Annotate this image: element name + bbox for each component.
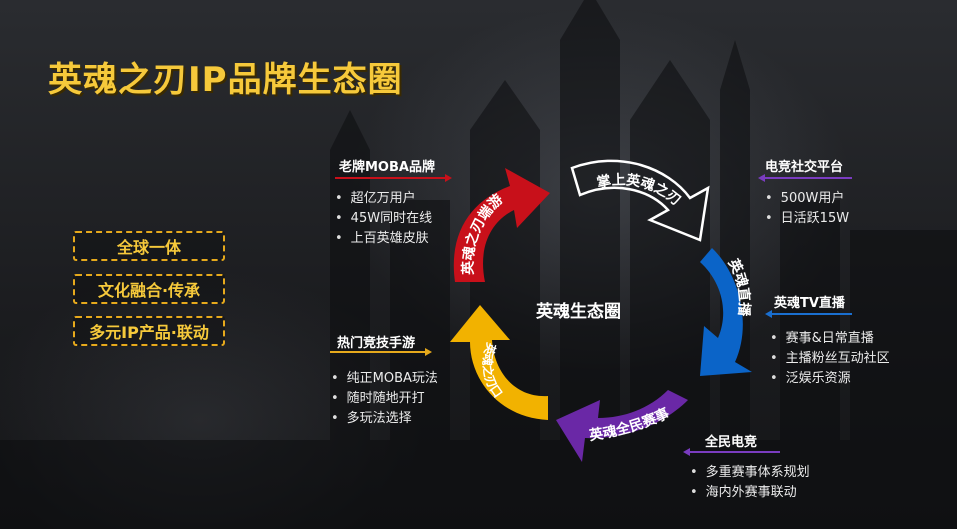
cycle-arrow-live-stream [700, 248, 752, 376]
list-item: 日活跃15W [765, 209, 849, 229]
panel-title-social-platform: 电竞社交平台 [765, 160, 844, 175]
list-item: 500W用户 [765, 189, 849, 209]
panel-list-classic-moba: 超亿万用户 45W同时在线 上百英雄皮肤 [335, 189, 432, 249]
list-item: 上百英雄皮肤 [335, 229, 432, 249]
list-item: 泛娱乐资源 [770, 369, 890, 389]
list-item: 海内外赛事联动 [690, 483, 810, 503]
panel-connector-lines [330, 174, 852, 456]
tag-ip-products: 多元IP产品·联动 [73, 316, 225, 346]
tag-global: 全球一体 [73, 231, 225, 261]
cycle-arrow-mobile-app [570, 159, 710, 242]
panel-title-mobile-game: 热门竞技手游 [337, 336, 416, 351]
panel-list-national-esports: 多重赛事体系规划 海内外赛事联动 [690, 463, 810, 503]
list-item: 多玩法选择 [331, 409, 438, 429]
list-item: 45W同时在线 [335, 209, 432, 229]
cycle-arrow-pc-game [453, 168, 550, 282]
list-item: 赛事&日常直播 [770, 329, 890, 349]
list-item: 随时随地开打 [331, 389, 438, 409]
cycle-arrow-esports [556, 390, 688, 462]
panel-list-social-platform: 500W用户 日活跃15W [765, 189, 849, 229]
page-title: 英魂之刃IP品牌生态圈 [48, 60, 403, 100]
tag-culture: 文化融合·传承 [73, 274, 225, 304]
cycle-label-mobile-app: 掌上英魂之刃 [595, 171, 684, 209]
svg-text:掌上英魂之刃: 掌上英魂之刃 [595, 171, 684, 209]
list-item: 纯正MOBA玩法 [331, 369, 438, 389]
panel-title-national-esports: 全民电竞 [705, 435, 758, 450]
panel-title-tv-live: 英魂TV直播 [774, 296, 845, 311]
panel-title-classic-moba: 老牌MOBA品牌 [339, 160, 435, 175]
list-item: 超亿万用户 [335, 189, 432, 209]
cycle-arrow-mobile-game [450, 305, 548, 420]
list-item: 多重赛事体系规划 [690, 463, 810, 483]
center-label: 英魂生态圈 [536, 302, 621, 322]
panel-list-mobile-game: 纯正MOBA玩法 随时随地开打 多玩法选择 [331, 369, 438, 429]
panel-list-tv-live: 赛事&日常直播 主播粉丝互动社区 泛娱乐资源 [770, 329, 890, 389]
list-item: 主播粉丝互动社区 [770, 349, 890, 369]
